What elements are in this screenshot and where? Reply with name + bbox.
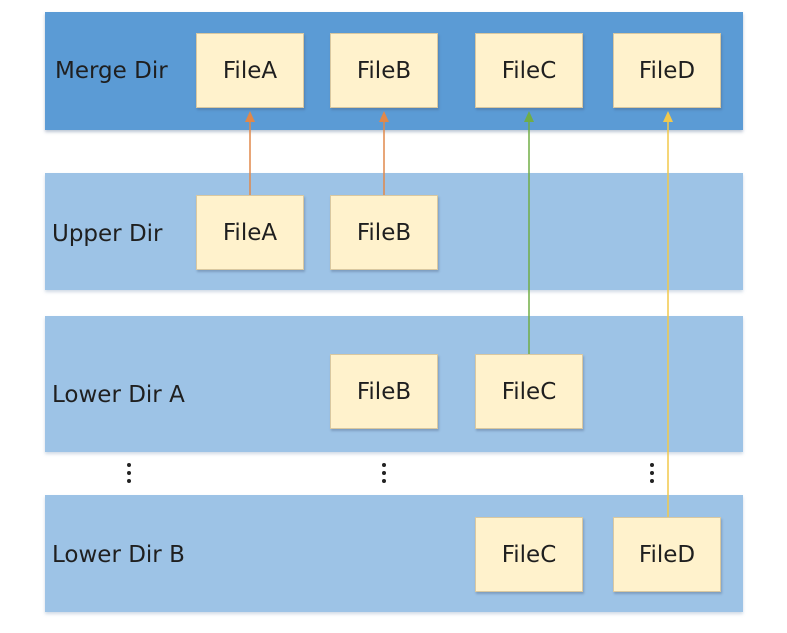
lower-a-file-c: FileC [475, 354, 583, 429]
merge-file-d: FileD [613, 33, 721, 108]
lower-dir-a-label: Lower Dir A [52, 382, 185, 408]
upper-dir-label: Upper Dir [52, 221, 163, 247]
lower-a-file-b: FileB [330, 354, 438, 429]
ellipsis-vertical-icon [126, 463, 132, 485]
upper-file-a: FileA [196, 195, 304, 270]
upper-file-b: FileB [330, 195, 438, 270]
lower-b-file-c: FileC [475, 517, 583, 592]
merge-file-c: FileC [475, 33, 583, 108]
lower-b-file-d: FileD [613, 517, 721, 592]
merge-file-b: FileB [330, 33, 438, 108]
ellipsis-vertical-icon [381, 463, 387, 485]
ellipsis-vertical-icon [649, 463, 655, 485]
merge-file-a: FileA [196, 33, 304, 108]
merge-dir-label: Merge Dir [55, 58, 168, 84]
lower-dir-b-label: Lower Dir B [52, 542, 185, 568]
arrow-lower-b-file-d [663, 111, 673, 517]
